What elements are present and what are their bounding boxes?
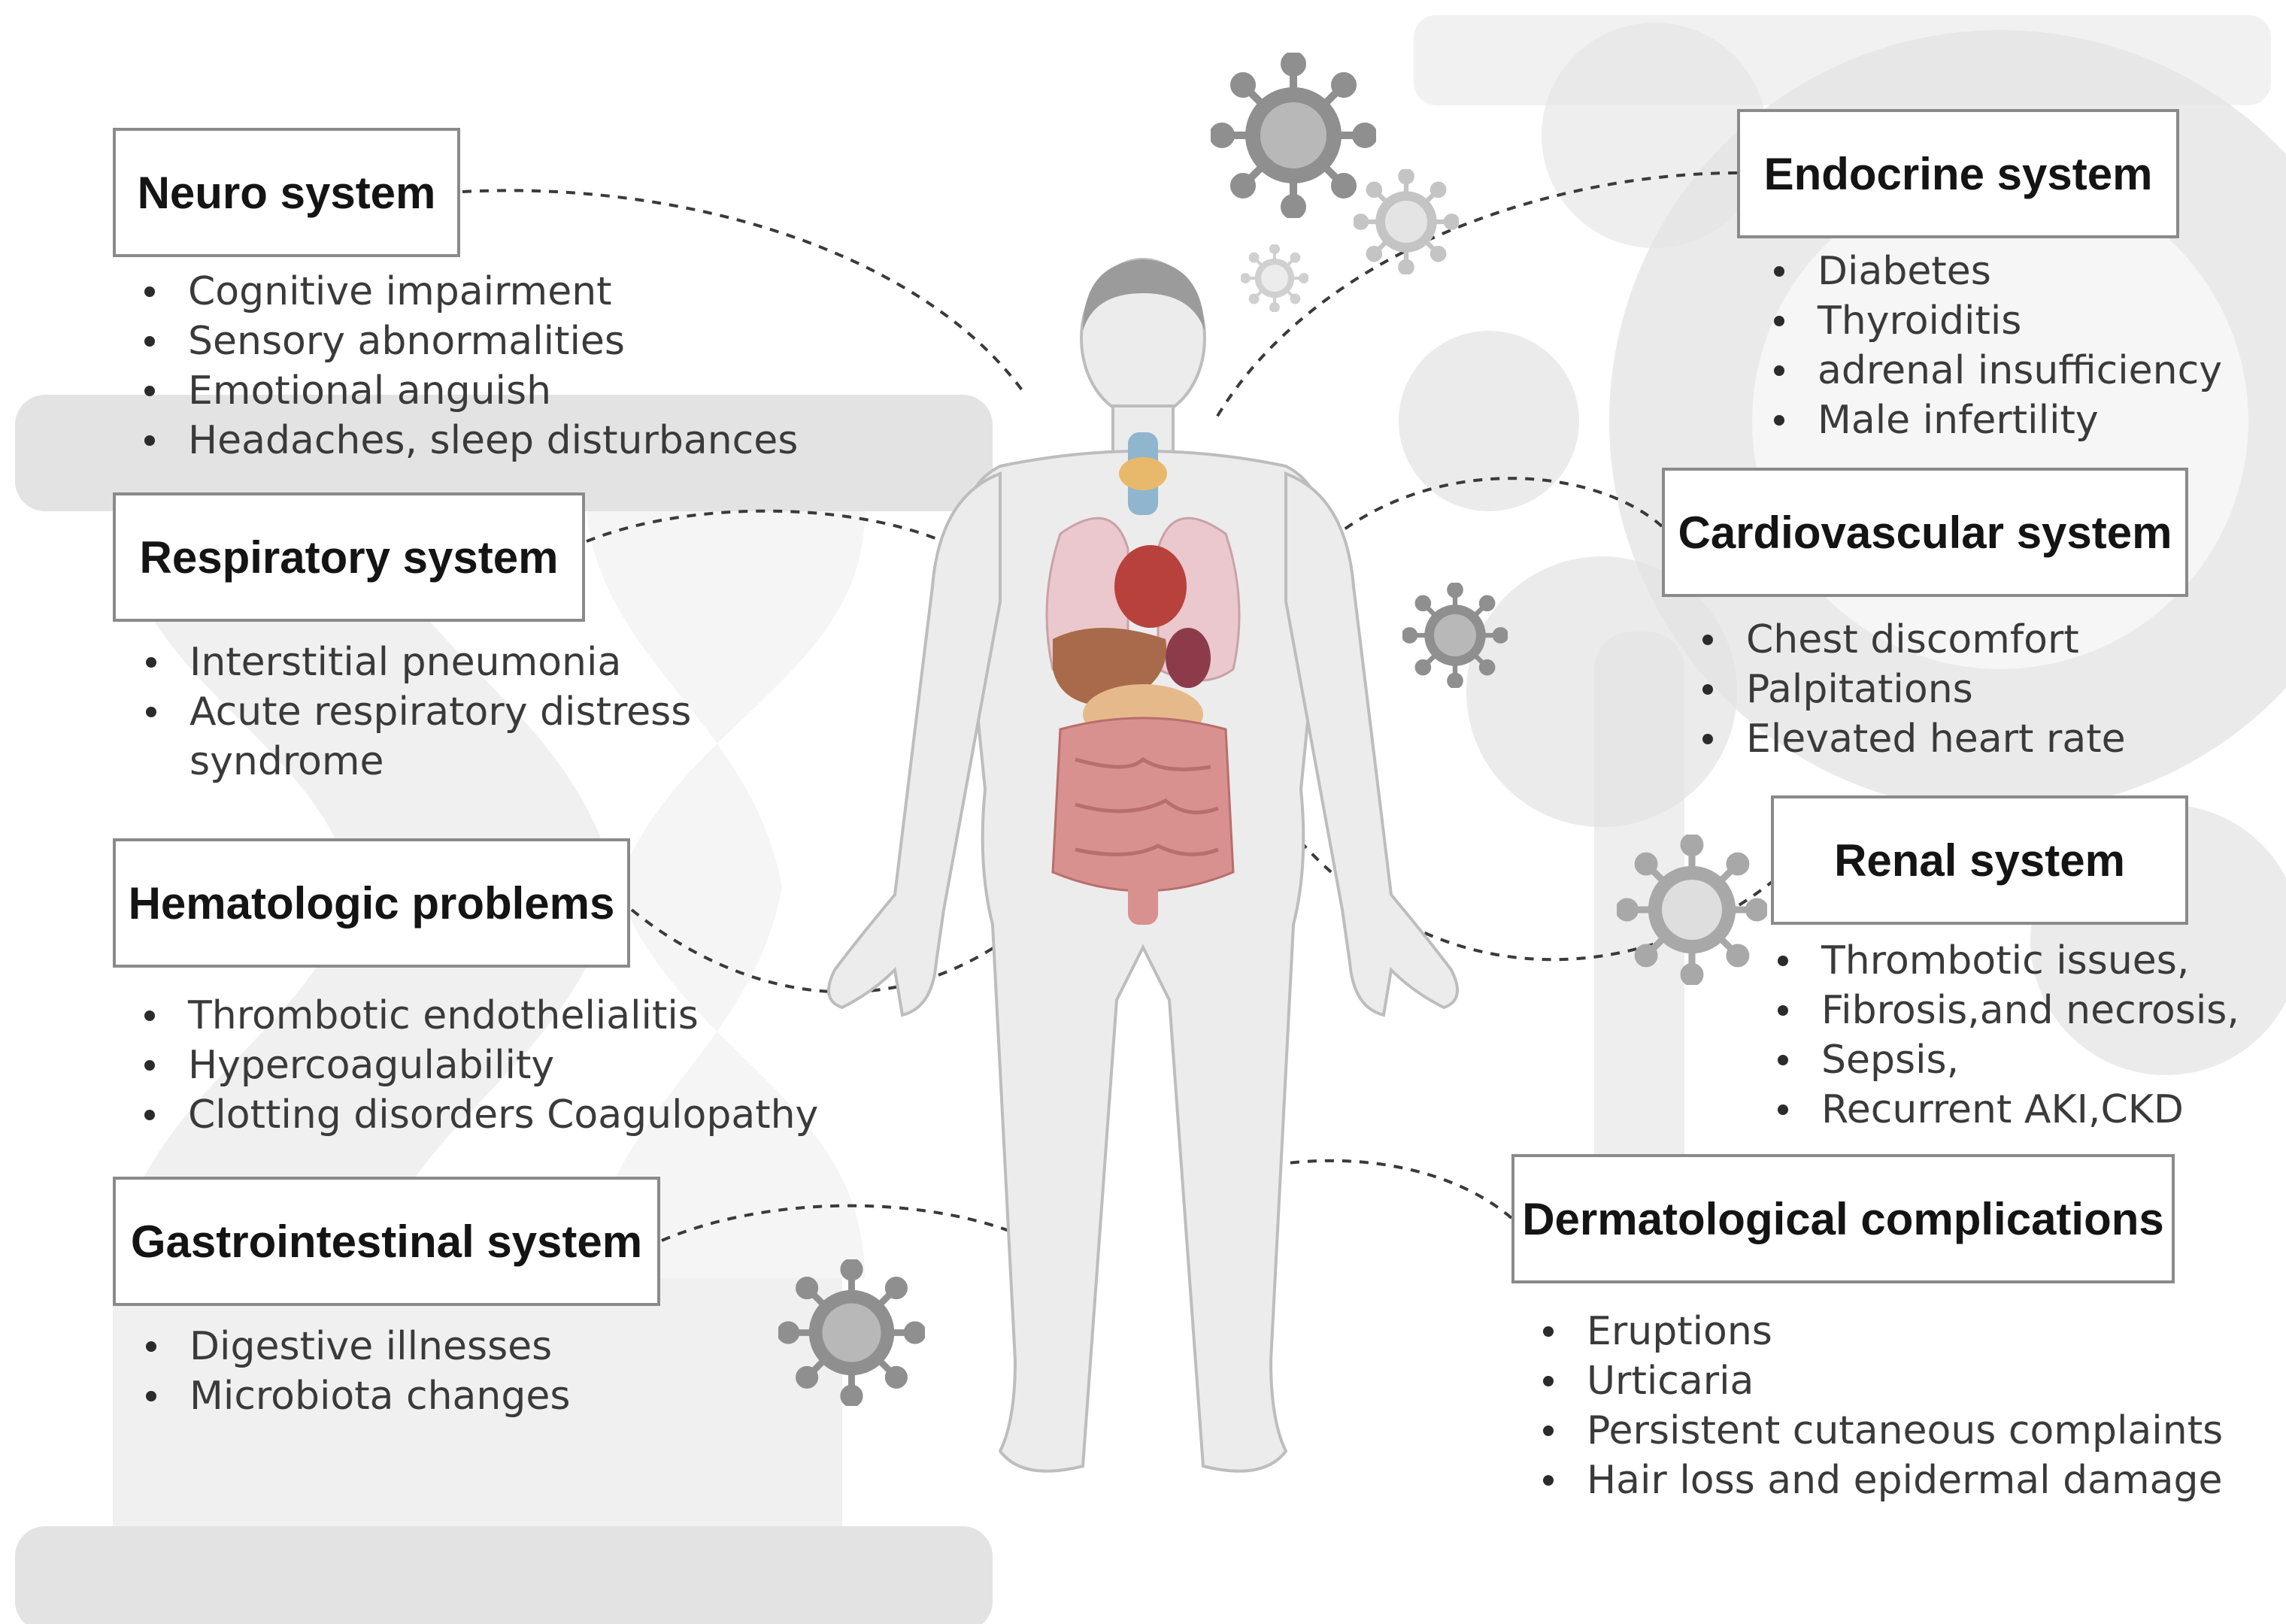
list-item: Thrombotic endothelialitis: [141, 991, 818, 1041]
list-item: Sensory abnormalities: [141, 317, 798, 366]
virus-icon: [1241, 244, 1308, 312]
list-item: Hair loss and epidermal damage: [1540, 1456, 2223, 1505]
gastrointestinal-symptom-list: Digestive illnesses Microbiota changes: [143, 1322, 570, 1421]
hematologic-symptom-list: Thrombotic endothelialitis Hypercoagulab…: [141, 991, 818, 1140]
neuro-system-title: Neuro system: [113, 128, 460, 257]
endocrine-system-title: Endocrine system: [1737, 109, 2179, 238]
cardiovascular-symptom-list: Chest discomfort Palpitations Elevated h…: [1699, 615, 2126, 764]
list-item: adrenal insufficiency: [1771, 346, 2222, 395]
list-item: Persistent cutaneous complaints: [1540, 1406, 2223, 1456]
list-item: Eruptions: [1540, 1307, 2223, 1356]
virus-icon: [778, 1259, 925, 1406]
list-item: Hypercoagulability: [141, 1041, 818, 1090]
respiratory-symptom-list: Interstitial pneumonia Acute respiratory…: [143, 638, 691, 786]
list-item: Headaches, sleep disturbances: [141, 416, 798, 465]
list-item: Emotional anguish: [141, 366, 798, 416]
list-item: Thrombotic issues,: [1775, 936, 2239, 986]
list-item: Fibrosis,and necrosis,: [1775, 986, 2239, 1035]
virus-icon: [1354, 169, 1459, 274]
list-item: Diabetes: [1771, 247, 2222, 296]
list-item: Cognitive impairment: [141, 267, 798, 317]
list-item: Microbiota changes: [143, 1371, 570, 1421]
dermatological-complications-title: Dermatological complications: [1511, 1154, 2175, 1283]
virus-icon: [1402, 583, 1508, 688]
list-item: Chest discomfort: [1699, 615, 2126, 665]
list-item: Palpitations: [1699, 665, 2126, 714]
renal-system-title: Renal system: [1771, 795, 2188, 925]
list-item: Elevated heart rate: [1699, 714, 2126, 764]
respiratory-system-title: Respiratory system: [113, 492, 585, 622]
hematologic-problems-title: Hematologic problems: [113, 838, 630, 968]
cardiovascular-system-title: Cardiovascular system: [1662, 468, 2188, 597]
list-item: Male infertility: [1771, 395, 2222, 445]
virus-icon: [1617, 835, 1767, 985]
neuro-symptom-list: Cognitive impairment Sensory abnormaliti…: [141, 267, 798, 465]
dermatological-symptom-list: Eruptions Urticaria Persistent cutaneous…: [1540, 1307, 2223, 1505]
list-item-continuation: syndrome: [189, 739, 384, 784]
list-item: Digestive illnesses: [143, 1322, 570, 1371]
endocrine-symptom-list: Diabetes Thyroiditis adrenal insufficien…: [1771, 247, 2222, 445]
renal-symptom-list: Thrombotic issues, Fibrosis,and necrosis…: [1775, 936, 2239, 1135]
list-item: Clotting disorders Coagulopathy: [141, 1090, 818, 1140]
list-item: Interstitial pneumonia: [143, 638, 691, 687]
list-item: Acute respiratory distress: [143, 687, 691, 737]
list-item: Thyroiditis: [1771, 296, 2222, 346]
human-body-illustration: [827, 258, 1459, 1473]
list-item: Urticaria: [1540, 1356, 2223, 1406]
list-item: Sepsis,: [1775, 1035, 2239, 1085]
gastrointestinal-system-title: Gastrointestinal system: [113, 1177, 660, 1306]
virus-icon: [1211, 53, 1376, 218]
list-item: Recurrent AKI,CKD: [1775, 1085, 2239, 1135]
